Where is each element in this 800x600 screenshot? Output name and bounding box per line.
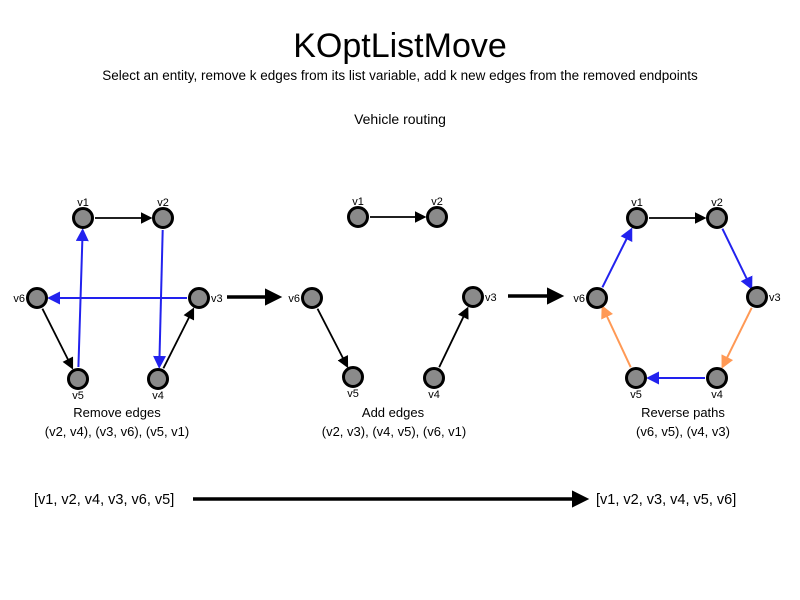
node-v1-label: v1 <box>352 196 364 208</box>
node-v3 <box>188 287 210 309</box>
node-v5-label: v5 <box>347 388 359 400</box>
node-v1-label: v1 <box>77 197 89 209</box>
node-v4 <box>147 368 169 390</box>
node-v2-label: v2 <box>711 197 723 209</box>
node-v6-label: v6 <box>573 293 585 305</box>
node-v6 <box>26 287 48 309</box>
node-v5 <box>342 366 364 388</box>
node-v1 <box>72 207 94 229</box>
node-v6 <box>586 287 608 309</box>
node-v4-label: v4 <box>711 389 723 401</box>
node-v1 <box>626 207 648 229</box>
node-v2 <box>426 206 448 228</box>
node-v3 <box>462 286 484 308</box>
edge-v6-v5 <box>316 308 349 369</box>
graph-edge-list: (v2, v4), (v3, v6), (v5, v1) <box>45 424 189 439</box>
node-v2 <box>706 207 728 229</box>
page-title: KOptListMove <box>293 27 507 65</box>
node-v1-label: v1 <box>631 197 643 209</box>
section-label: Vehicle routing <box>354 111 446 127</box>
graph-caption: Reverse paths <box>641 405 725 420</box>
node-v4-label: v4 <box>428 389 440 401</box>
node-v6-label: v6 <box>13 293 25 305</box>
node-v5-label: v5 <box>630 389 642 401</box>
node-v4 <box>706 367 728 389</box>
edge-v2-v3-new <box>721 228 753 291</box>
edge-v6-v5 <box>41 308 74 370</box>
node-v2-label: v2 <box>431 196 443 208</box>
node-v6 <box>301 287 323 309</box>
node-v5 <box>625 367 647 389</box>
node-v5 <box>67 368 89 390</box>
node-v2 <box>152 207 174 229</box>
node-v6-label: v6 <box>288 293 300 305</box>
node-v4-label: v4 <box>152 390 164 402</box>
graph-caption: Remove edges <box>73 405 161 420</box>
add-edges-graph: v1 v2 v3 v4 v5 v6 Add edges (v2, v3), (v… <box>288 196 496 439</box>
node-v4 <box>423 367 445 389</box>
page-subtitle: Select an entity, remove k edges from it… <box>102 68 698 83</box>
node-v3-label: v3 <box>769 292 781 304</box>
graph-edge-list: (v6, v5), (v4, v3) <box>636 424 730 439</box>
node-v1 <box>347 206 369 228</box>
before-list: [v1, v2, v4, v3, v6, v5] <box>34 492 174 508</box>
graph-edge-list: (v2, v3), (v4, v5), (v6, v1) <box>322 424 466 439</box>
edge-v5-v1-removed <box>75 228 89 368</box>
graph-caption: Add edges <box>362 405 425 420</box>
edge-v5-v6-reversed <box>601 304 632 368</box>
node-v5-label: v5 <box>72 390 84 402</box>
reverse-paths-graph: v1 v2 v3 v4 v5 v6 Reverse paths (v6, v5)… <box>573 197 780 439</box>
remove-edges-graph: v1 v2 v3 v4 v5 v6 Remove edges (v2, v4),… <box>13 197 222 439</box>
edge-v3-v4-reversed <box>721 307 753 369</box>
node-v3-label: v3 <box>211 293 223 305</box>
edge-v4-v3 <box>438 306 469 368</box>
node-v3 <box>746 286 768 308</box>
list-transition: [v1, v2, v4, v3, v6, v5] [v1, v2, v3, v4… <box>34 490 736 508</box>
edge-v6-v1-new <box>601 227 633 288</box>
edge-v4-v3 <box>162 307 195 369</box>
after-list: [v1, v2, v3, v4, v5, v6] <box>596 492 736 508</box>
node-v2-label: v2 <box>157 197 169 209</box>
node-v3-label: v3 <box>485 292 497 304</box>
